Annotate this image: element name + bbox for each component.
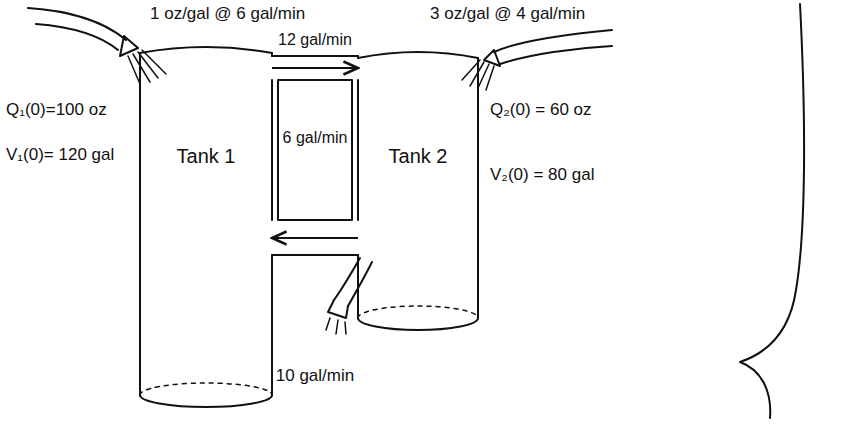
hose — [36, 24, 118, 50]
hose — [500, 46, 612, 64]
flow-label: V₂(0) = 80 gal — [490, 165, 594, 185]
pipe-wall — [278, 80, 352, 220]
hose — [494, 30, 612, 52]
brace — [740, 4, 804, 418]
flow-arrow — [272, 67, 358, 69]
hose — [348, 262, 372, 306]
pipe-wall — [272, 55, 358, 57]
tank-outline — [358, 50, 478, 330]
pipe-wall — [272, 254, 358, 256]
tank: Tank 1 — [140, 45, 272, 407]
flow-label: 1 oz/gal @ 6 gal/min — [150, 4, 305, 24]
tank-label: Tank 1 — [140, 145, 272, 168]
tank: Tank 2 — [358, 50, 478, 330]
flow-label: Q₁(0)=100 oz — [6, 100, 107, 120]
edge-label: 12 gal/min — [278, 30, 352, 49]
hose-nozzle — [328, 300, 348, 318]
hose-nozzle — [484, 50, 500, 66]
flow-label: Q₂(0) = 60 oz — [490, 100, 592, 120]
tank-outline — [140, 45, 272, 407]
water-stream — [128, 50, 166, 84]
flow-label: 3 oz/gal @ 4 gal/min — [430, 4, 585, 24]
edge-label: 6 gal/min — [280, 128, 350, 147]
tank-label: Tank 2 — [358, 145, 478, 168]
hose-nozzle — [120, 36, 138, 56]
water-stream — [326, 318, 346, 334]
flow-arrow — [272, 237, 358, 239]
flow-label: 10 gal/min — [276, 366, 354, 386]
flow-label: V₁(0)= 120 gal — [6, 145, 114, 165]
